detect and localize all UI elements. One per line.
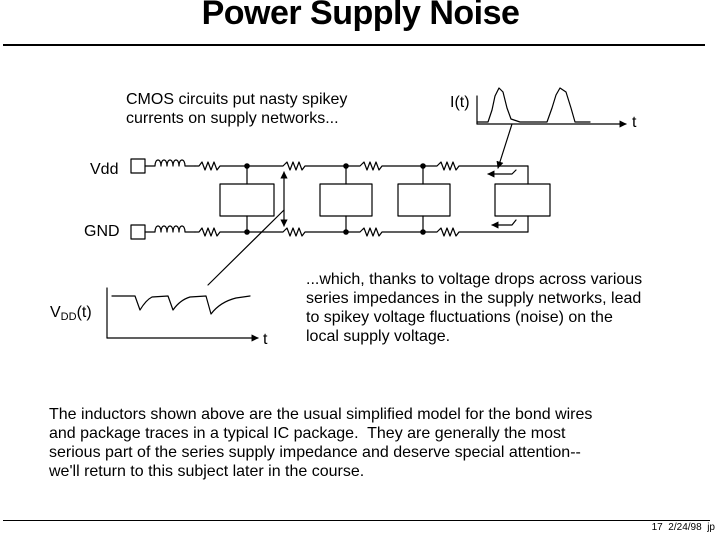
gnd-resistor-2 <box>246 227 347 237</box>
gnd-inductor <box>144 225 196 233</box>
current-pointer-line <box>496 123 513 169</box>
voltage-noise-trace <box>111 295 251 315</box>
circuit-blocks <box>219 165 551 233</box>
voltage-time-axis-label: t <box>263 331 268 348</box>
circuit-block-1 <box>219 183 275 217</box>
gnd-pad <box>130 224 146 240</box>
vdd-pointer-line <box>207 209 285 286</box>
gnd-resistor-1 <box>194 227 248 237</box>
page-title: Power Supply Noise <box>201 0 520 32</box>
vdd-t-tail: (t) <box>76 304 92 321</box>
vdd-rail <box>130 158 529 174</box>
vdd-resistor-3 <box>345 161 424 171</box>
vdd-t-main: V <box>50 304 61 321</box>
current-axis-label: I(t) <box>450 94 470 111</box>
voltage-waveform <box>106 287 259 342</box>
bottom-paragraph: The inductors shown above are the usual … <box>49 406 593 480</box>
title-rule <box>3 44 705 46</box>
vdd-inductor <box>144 159 196 167</box>
vdd-resistor-4 <box>422 161 529 171</box>
vdd-resistor-1 <box>194 161 248 171</box>
which-note: ...which, thanks to voltage drops across… <box>306 271 643 345</box>
vdd-t-sub: DD <box>60 311 77 323</box>
cmos-note: CMOS circuits put nasty spikey currents … <box>126 91 348 127</box>
circuit-block-3 <box>397 183 451 217</box>
current-time-axis-label: t <box>632 114 637 131</box>
gnd-resistor-4 <box>422 227 529 237</box>
vdd-t-axis-label: VDD(t) <box>50 303 92 327</box>
vdd-resistor-2 <box>246 161 347 171</box>
vdd-pad <box>130 158 146 174</box>
vdd-current-arrow <box>487 169 517 178</box>
gnd-resistor-3 <box>345 227 424 237</box>
gnd-label: GND <box>84 223 120 240</box>
current-spikes-trace <box>476 87 591 123</box>
circuit-block-2 <box>319 183 373 217</box>
current-waveform <box>476 87 627 128</box>
gnd-rail <box>130 224 529 240</box>
circuit-block-4 <box>494 183 551 217</box>
slide-footer: 17 2/24/98 jp <box>651 522 715 533</box>
footer-rule <box>3 520 710 521</box>
gnd-current-arrow <box>491 219 517 229</box>
vdd-label: Vdd <box>90 161 119 178</box>
